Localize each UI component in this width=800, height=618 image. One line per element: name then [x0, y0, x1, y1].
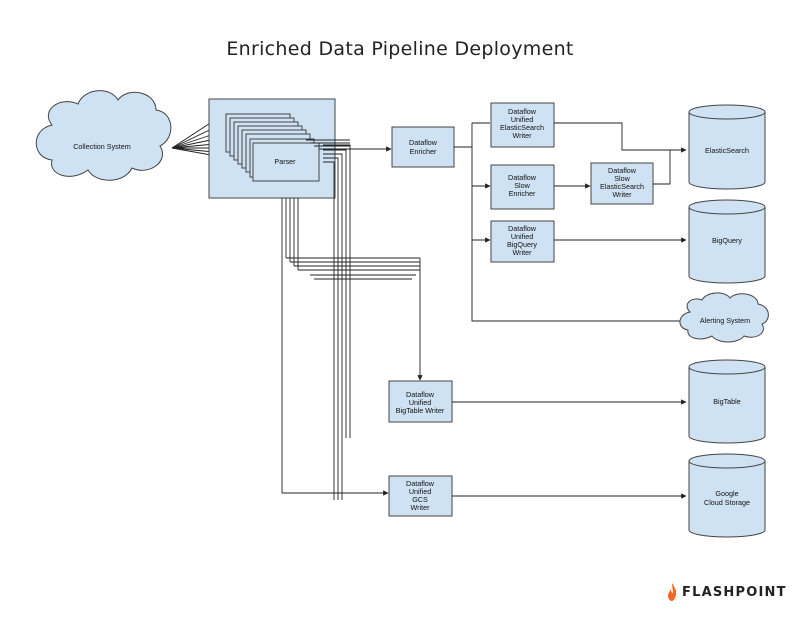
es-writer-line-1: Dataflow [508, 107, 537, 116]
parser-group[interactable]: Parser [208, 98, 336, 199]
parser-label: Parser [274, 157, 296, 166]
bt-writer-line-3: BigTable Writer [396, 406, 445, 415]
slow-es-writer-line-1: Dataflow [608, 166, 637, 175]
bq-writer-line-2: Unified [511, 232, 533, 241]
flame-icon [668, 583, 677, 601]
dataflow-unified-bq-writer-node[interactable]: Dataflow Unified BigQuery Writer [490, 220, 555, 263]
bt-writer-line-1: Dataflow [406, 390, 435, 399]
elasticsearch-store[interactable]: ElasticSearch [688, 104, 766, 190]
es-writer-line-3: ElasticSearch [500, 123, 544, 132]
dataflow-unified-bigtable-writer-node[interactable]: Dataflow Unified BigTable Writer [388, 380, 453, 423]
page-title: Enriched Data Pipeline Deployment [226, 38, 574, 60]
gcs-writer-line-4: Writer [410, 503, 430, 512]
enricher-output-lines [454, 122, 687, 324]
slow-enricher-line-2: Slow [514, 181, 530, 190]
dataflow-slow-enricher-node[interactable]: Dataflow Slow Enricher [490, 164, 555, 210]
collection-system-cloud[interactable]: Collection System [35, 90, 172, 181]
parser-to-enricher-lines [306, 139, 392, 152]
alerting-system-label: Alerting System [700, 316, 750, 325]
bt-writer-line-2: Unified [409, 398, 431, 407]
bigtable-label: BigTable [713, 397, 741, 406]
bq-writer-line-1: Dataflow [508, 224, 537, 233]
enricher-line-2: Enricher [410, 147, 437, 156]
gcs-label-line-1: Google [715, 489, 738, 498]
alerting-system-cloud[interactable]: Alerting System [679, 292, 769, 343]
slow-enricher-line-1: Dataflow [508, 173, 537, 182]
slow-es-writer-line-2: Slow [614, 174, 630, 183]
bigquery-label: BigQuery [712, 236, 742, 245]
gcs-writer-line-1: Dataflow [406, 479, 435, 488]
dataflow-unified-es-writer-node[interactable]: Dataflow Unified ElasticSearch Writer [490, 102, 555, 148]
gcs-writer-line-2: Unified [409, 487, 431, 496]
dataflow-unified-gcs-writer-node[interactable]: Dataflow Unified GCS Writer [388, 475, 453, 517]
elasticsearch-label: ElasticSearch [705, 146, 749, 155]
parser-bus-lines [281, 144, 423, 500]
es-writer-line-2: Unified [511, 115, 533, 124]
dataflow-enricher-node[interactable]: Dataflow Enricher [391, 126, 455, 168]
parser-box [252, 142, 320, 182]
bigquery-store[interactable]: BigQuery [688, 199, 766, 284]
collection-system-label: Collection System [73, 142, 131, 151]
slow-writer-to-elasticsearch [653, 150, 671, 185]
flashpoint-logo: FLASHPOINT [667, 582, 787, 602]
bq-writer-line-3: BigQuery [507, 240, 537, 249]
slow-es-writer-line-4: Writer [612, 190, 632, 199]
bq-writer-line-4: Writer [512, 248, 532, 257]
es-writer-to-elasticsearch [554, 122, 687, 153]
gcs-store[interactable]: Google Cloud Storage [688, 453, 766, 538]
dataflow-slow-es-writer-node[interactable]: Dataflow Slow ElasticSearch Writer [590, 162, 654, 205]
slow-enricher-line-3: Enricher [509, 189, 536, 198]
brand-name: FLASHPOINT [682, 584, 787, 600]
es-writer-line-4: Writer [512, 131, 532, 140]
gcs-writer-line-3: GCS [412, 495, 428, 504]
gcs-label-line-2: Cloud Storage [704, 498, 750, 507]
bigtable-store[interactable]: BigTable [688, 359, 766, 444]
slow-es-writer-line-3: ElasticSearch [600, 182, 644, 191]
enricher-line-1: Dataflow [409, 138, 438, 147]
